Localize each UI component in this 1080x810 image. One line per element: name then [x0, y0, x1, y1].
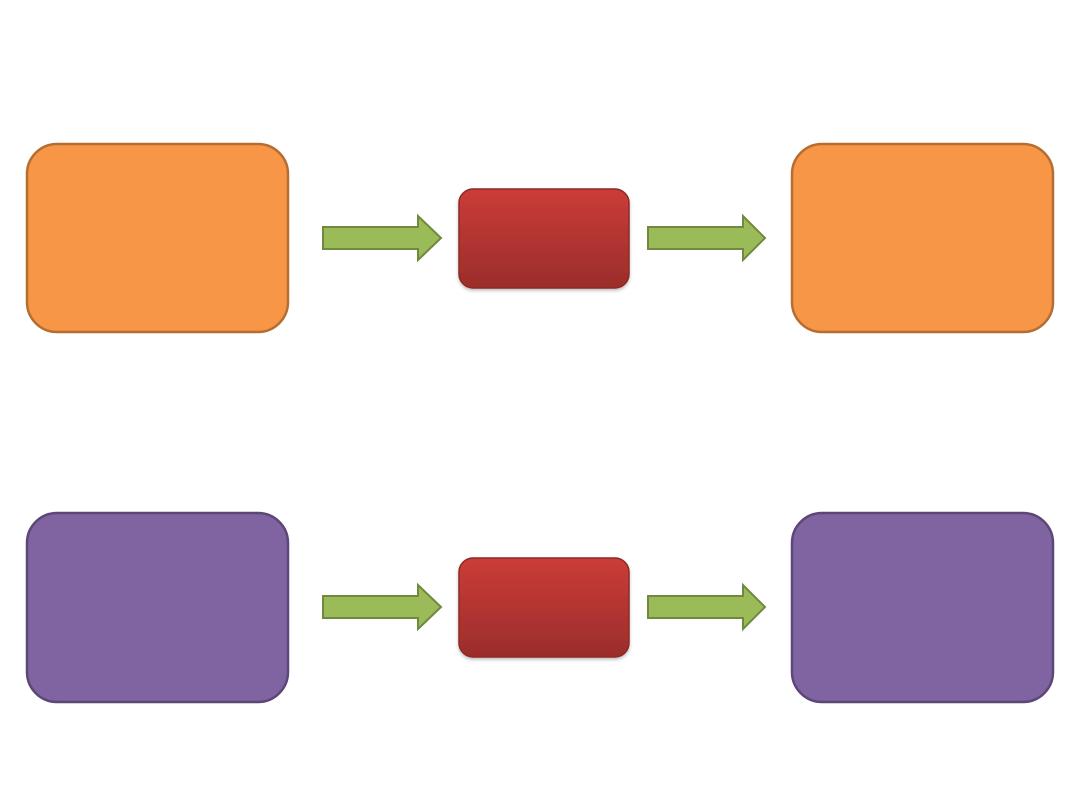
- arrow-right-icon: [322, 213, 443, 263]
- output-box-orange: [790, 142, 1055, 334]
- process-box-red-top: [458, 188, 630, 289]
- input-box-orange: [25, 142, 290, 334]
- bottom-row: [25, 511, 1055, 704]
- arrow-right-icon: [647, 213, 767, 263]
- top-row: [25, 142, 1055, 334]
- arrow-right-icon: [322, 582, 443, 632]
- arrow-right-icon: [647, 582, 767, 632]
- input-box-purple: [25, 511, 290, 704]
- process-box-red-bottom: [458, 557, 630, 658]
- output-box-purple: [790, 511, 1055, 704]
